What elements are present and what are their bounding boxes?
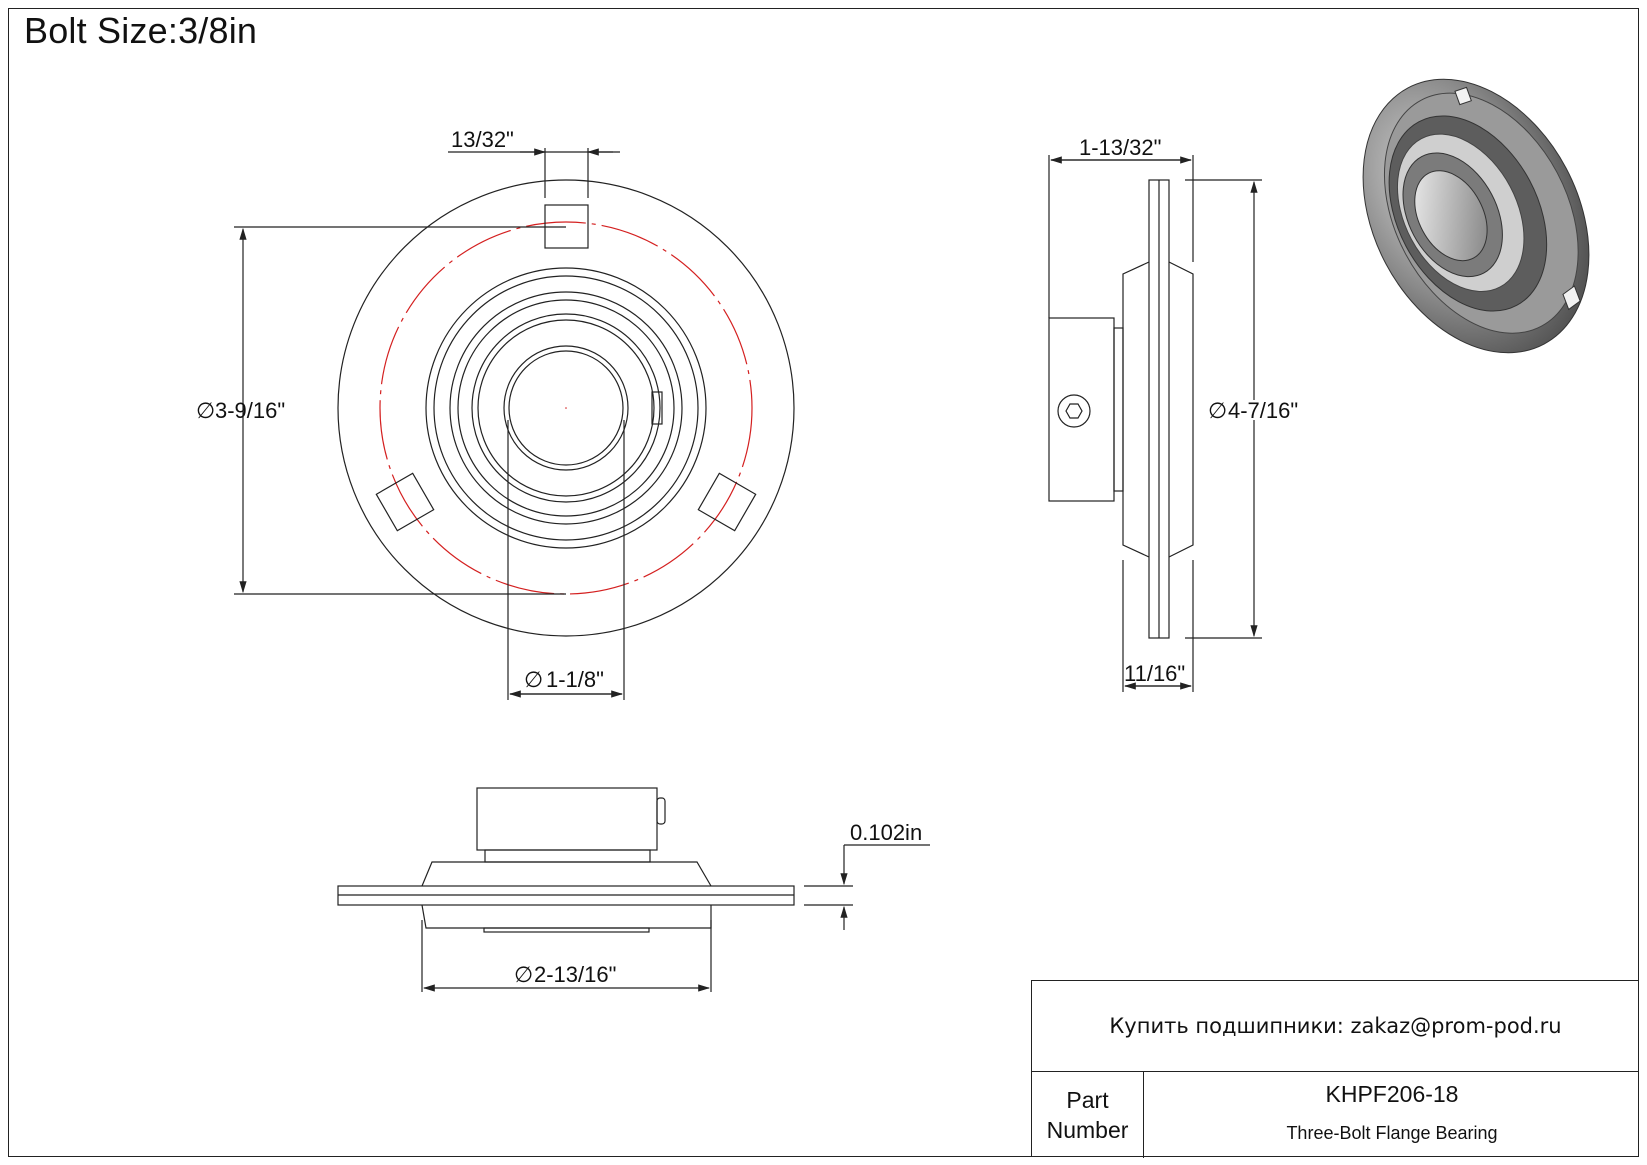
- dim-bolt-circle-diameter: 3-9/16": [215, 398, 285, 423]
- collar-bottom: [476, 787, 658, 851]
- part-description: Three-Bolt Flange Bearing: [1286, 1123, 1498, 1143]
- set-screw: [651, 391, 663, 425]
- dim-bolt-circle-diameter-symbol: ∅: [196, 398, 215, 423]
- front-view: [234, 148, 795, 700]
- flange-outline: [337, 179, 795, 637]
- dim-pilot-diameter-symbol: ∅: [514, 962, 533, 987]
- part-label-line2: Number: [1046, 1117, 1129, 1143]
- dim-bore-diameter: 1-1/8": [546, 667, 604, 692]
- housing-ring-outer: [425, 267, 707, 549]
- title-block: Купить подшипники: zakaz@prom-pod.ru Par…: [1031, 980, 1639, 1158]
- dim-flange-diameter: 4-7/16": [1228, 398, 1298, 423]
- dim-flange-diameter-symbol: ∅: [1208, 398, 1227, 423]
- dim-bolt-hole-width: 13/32": [451, 127, 514, 152]
- bore-circle: [503, 345, 629, 471]
- part-label-line1: Part: [1066, 1087, 1109, 1113]
- bolt-hole-right: [697, 472, 757, 532]
- dim-bore-diameter-symbol: ∅: [524, 667, 543, 692]
- dim-overall-width: 1-13/32": [1079, 135, 1161, 160]
- drawing-frame: [8, 8, 1639, 1157]
- bearing-3d-render: [1362, 78, 1590, 354]
- part-number: KHPF206-18: [1325, 1081, 1459, 1107]
- set-screw-side: [1057, 394, 1091, 428]
- bolt-circle: [379, 221, 753, 595]
- part-number-label: Part Number: [1032, 1072, 1144, 1158]
- side-view: [1048, 155, 1262, 692]
- dim-flange-thickness: 0.102in: [850, 820, 922, 845]
- drawing-title: Bolt Size:3/8in: [24, 10, 258, 51]
- dim-housing-width: 11/16": [1124, 661, 1185, 686]
- purchase-contact: Купить подшипники: zakaz@prom-pod.ru: [1032, 981, 1639, 1072]
- dim-pilot-diameter: 2-13/16": [534, 962, 616, 987]
- bottom-view: [337, 787, 930, 992]
- bolt-hole-left: [375, 472, 435, 532]
